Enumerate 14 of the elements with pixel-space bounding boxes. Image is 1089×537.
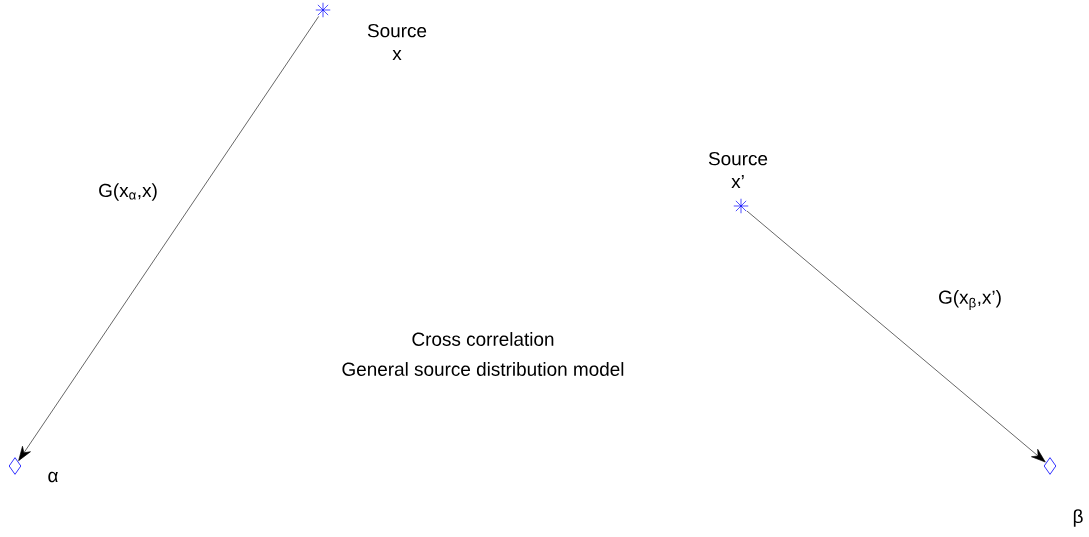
edge-label: G(x$_{β}$,x’) — [936, 287, 1004, 313]
arrow — [746, 210, 1046, 463]
arrow — [18, 16, 319, 461]
asterisk-marker — [315, 2, 331, 18]
node-label: Source x — [367, 23, 427, 61]
asterisk-marker — [733, 198, 749, 214]
caption-text: Cross correlation — [412, 332, 554, 346]
diamond-marker — [1043, 457, 1057, 475]
edge-label: G(x$_{α}$,x) — [96, 181, 160, 203]
diamond-marker — [8, 457, 22, 475]
node-label: β — [1073, 509, 1083, 527]
caption-text: General source distribution model — [342, 362, 624, 376]
node-label: α — [48, 471, 58, 483]
node-label: Source x’ — [708, 151, 768, 189]
